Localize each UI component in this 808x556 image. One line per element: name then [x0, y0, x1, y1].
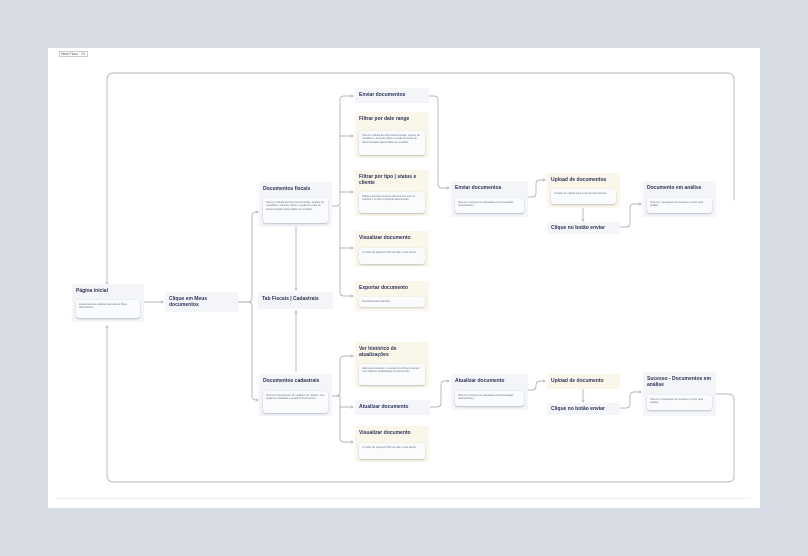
node-title: Página inicial [76, 288, 108, 294]
node-title: Tab Fiscais | Cadastrais [262, 296, 319, 302]
node-title: Sucesso - Documentos em análise [647, 376, 711, 388]
node-description-card: Acesso através sidebar pela aba de Meus … [76, 300, 140, 318]
connector-cadastrais-menu [331, 356, 353, 397]
node-title: Filtrar por tipo | status e cliente [359, 174, 417, 186]
node-title: Filtrar por date range [359, 116, 410, 122]
node-description: O visitor de arquivos PDF da tela e será… [362, 251, 417, 254]
node-documento-em-analise: Documento em análise Tela com mensagem d… [643, 181, 716, 217]
node-clique-meus-documentos: Clique em Meus documentos [165, 292, 238, 312]
node-description-card: Tela com mensagem de sucesso e prazo par… [647, 395, 712, 410]
node-title: Visualizar documento [359, 235, 411, 241]
node-description: O visitor de arquivos PDF da tela e será… [362, 446, 417, 449]
connector-clique-fiscais [237, 212, 258, 303]
node-title: Visualizar documento [359, 430, 411, 436]
node-enviar-documentos-tela: Enviar documentos Tela com campos de upl… [451, 181, 528, 217]
node-description: Abertura de drawer a mostrar uma linha d… [362, 367, 420, 374]
connector-clique-analise [619, 204, 641, 228]
node-tab-fiscais-cadastrais: Tab Fiscais | Cadastrais [258, 292, 333, 309]
node-enviar-documentos-menu: Enviar documentos [355, 88, 429, 103]
connector-atualizar-upload [527, 381, 545, 391]
node-description: Contém de upload para envio de documento… [554, 192, 607, 195]
node-upload-documento: Upload de documento [547, 374, 620, 389]
node-title: Documentos cadastrais [263, 378, 320, 384]
node-description: Tela com documentos de cadastro do usuár… [266, 394, 325, 401]
node-title: Enviar documentos [455, 185, 502, 191]
node-description-card: Contém de upload para envio de documento… [551, 189, 616, 204]
node-description-card: Tela com campos de uploadpara documentaç… [455, 198, 524, 213]
connector-clique-sucesso [619, 392, 641, 409]
node-title: Clique em Meus documentos [169, 296, 208, 308]
node-title: Upload de documentos [551, 177, 607, 183]
node-description-card: O visitor de arquivos PDF da tela e será… [359, 248, 425, 264]
bottom-divider [56, 498, 750, 499]
node-description-card: Tela com documentos de cadastro do usuár… [263, 391, 328, 413]
connector-enviar-tela [428, 95, 449, 188]
node-documentos-cadastrais: Documentos cadastrais Tela com documento… [259, 374, 332, 416]
connector-enviar-upload [527, 180, 545, 198]
node-filtrar-date-range: Filtrar por date range Tela com tabela d… [355, 112, 429, 158]
node-description: Tela com mensagem de sucesso e prazo par… [650, 201, 704, 208]
node-clique-enviar-2: Clique no botão enviar [547, 403, 620, 415]
frame-tag: Ideia Fluxo · V1 [59, 51, 88, 57]
node-title: Exportar documento [359, 285, 408, 291]
connector-fiscais-menu [331, 96, 353, 207]
node-description-card: Tela com mensagem de sucesso e prazo par… [647, 198, 712, 213]
node-upload-documentos: Upload de documentos Contém de upload pa… [547, 173, 620, 208]
connector-atualizar-tela [429, 381, 449, 408]
node-clique-enviar-1: Clique no botão enviar [547, 222, 620, 234]
node-title: Clique no botão enviar [551, 406, 605, 412]
node-title: Documento em análise [647, 185, 702, 191]
node-title: Ver histórico de atualizações [359, 346, 397, 358]
node-ver-historico: Ver histórico de atualizações Abertura d… [355, 342, 429, 388]
node-title: Enviar documentos [359, 92, 406, 98]
node-title: Atualizar documento [455, 378, 505, 384]
node-description: Tela com tabela de documentos fiscais, o… [266, 201, 324, 211]
node-description: Tela com tabela de documentos fiscais, o… [362, 134, 420, 144]
node-description: Tela com campos de uploadpara documentaç… [458, 201, 514, 208]
node-description-card: Abertura de drawer a mostrar uma linha d… [359, 364, 425, 385]
loop-bottom-connector [107, 326, 735, 483]
node-description-card: Tabela mostrará somente documentos com o… [359, 192, 425, 213]
node-filtrar-tipo-status: Filtrar por tipo | status e cliente Tabe… [355, 170, 429, 216]
node-description-card: O visitor de arquivos PDF da tela e será… [359, 443, 425, 459]
node-description-card: Download automatizado [359, 297, 425, 307]
connector-clique-cadastrais [237, 301, 258, 400]
node-description: Acesso através sidebar pela aba de Meus … [79, 303, 128, 310]
node-atualizar-documento-tela: Atualizar documento Tela com campos de u… [451, 374, 528, 410]
node-exportar-documento: Exportar documento Download automatizado [355, 281, 429, 311]
node-atualizar-documento-menu: Atualizar documento [355, 400, 430, 415]
node-description-card: Tela com campos de uploadpara documentaç… [455, 391, 524, 406]
node-description: Download automatizado [362, 300, 390, 303]
node-sucesso-documentos: Sucesso - Documentos em análise Tela com… [643, 372, 716, 416]
node-description-card: Tela com tabela de documentos fiscais, o… [359, 131, 425, 155]
node-documentos-fiscais: Documentos fiscais Tela com tabela de do… [259, 182, 332, 227]
node-title: Clique no botão enviar [551, 225, 605, 231]
node-title: Documentos fiscais [263, 186, 311, 192]
node-pagina-inicial: Página inicial Acesso através sidebar pe… [72, 284, 144, 322]
node-description: Tela com mensagem de sucesso e prazo par… [650, 398, 704, 405]
node-description: Tabela mostrará somente documentos com o… [362, 195, 416, 202]
node-visualizar-documento-fiscal: Visualizar documento O visitor de arquiv… [355, 231, 429, 267]
loop-top-connector [107, 72, 735, 285]
node-visualizar-documento-cadastral: Visualizar documento O visitor de arquiv… [355, 426, 429, 462]
node-title: Atualizar documento [359, 404, 409, 410]
node-description: Tela com campos de uploadpara documentaç… [458, 394, 514, 401]
node-title: Upload de documento [551, 378, 604, 384]
node-description-card: Tela com tabela de documentos fiscais, o… [263, 198, 328, 223]
